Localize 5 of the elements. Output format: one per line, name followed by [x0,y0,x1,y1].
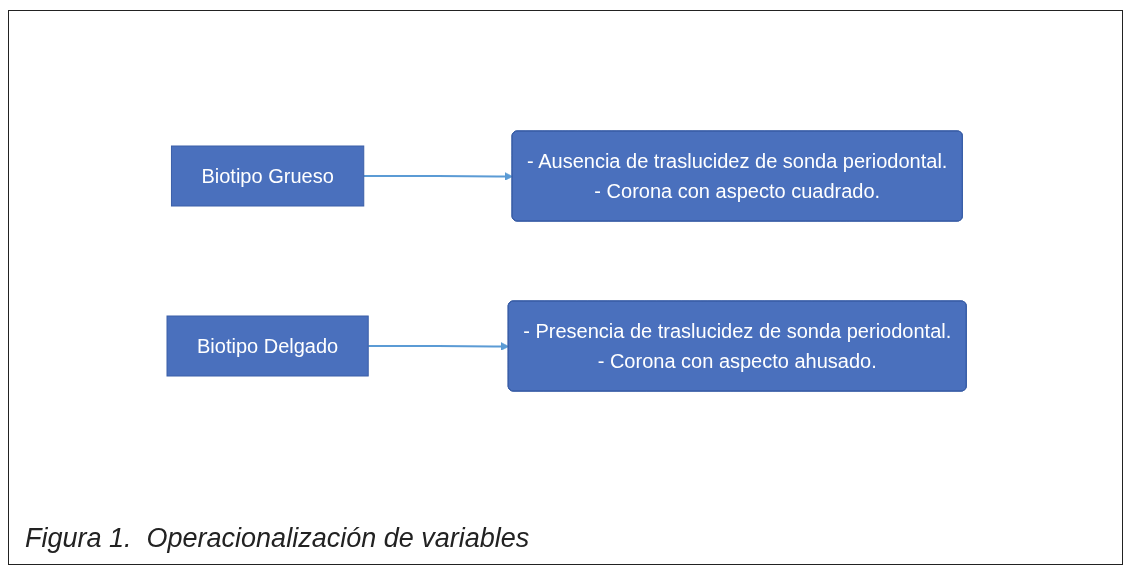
node-box: Biotipo Delgado [166,315,369,377]
arrow [367,342,509,351]
arrow [362,172,513,181]
figure-caption: Figura 1. Operacionalización de variables [25,523,530,554]
node-box: Biotipo Grueso [170,145,365,207]
